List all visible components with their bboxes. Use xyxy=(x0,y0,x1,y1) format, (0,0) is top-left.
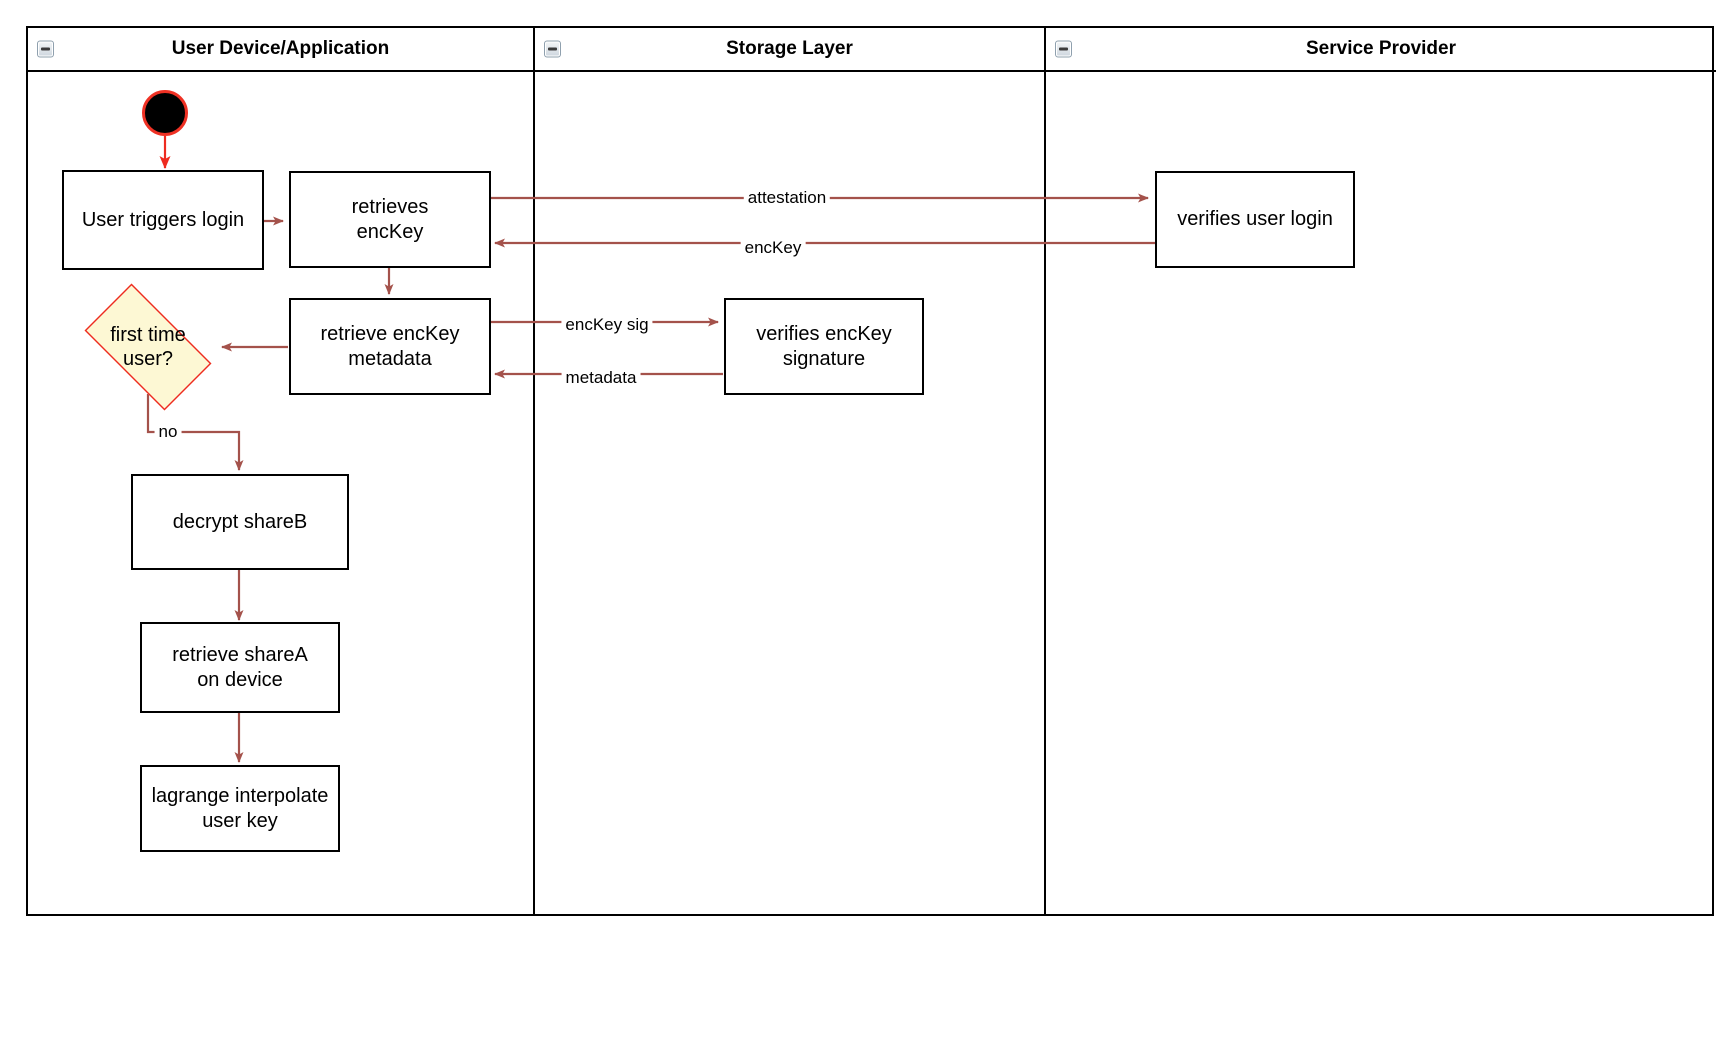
node-lagrange-interpolate-user-key[interactable]: lagrange interpolate user key xyxy=(140,765,340,852)
lane-header-storage-layer: Storage Layer xyxy=(535,28,1044,72)
node-retrieve-enckey-metadata[interactable]: retrieve encKey metadata xyxy=(289,298,491,395)
node-decrypt-shareb[interactable]: decrypt shareB xyxy=(131,474,349,570)
node-verifies-user-login[interactable]: verifies user login xyxy=(1155,171,1355,268)
lane-title-user-device: User Device/Application xyxy=(171,38,390,59)
lane-service-provider[interactable]: Service Provider xyxy=(1044,28,1716,914)
decision-label: first time user? xyxy=(110,323,186,370)
collapse-minus-icon[interactable] xyxy=(37,40,54,58)
edge-label-enckey: encKey xyxy=(740,238,806,258)
lane-header-user-device: User Device/Application xyxy=(28,28,533,72)
lane-user-device[interactable]: User Device/Application xyxy=(28,28,533,914)
lane-title-service-provider: Service Provider xyxy=(1306,38,1456,59)
edge-label-metadata: metadata xyxy=(561,368,641,388)
node-first-time-user[interactable]: first time user? xyxy=(68,283,228,411)
edge-label-enckey-sig: encKey sig xyxy=(561,315,653,335)
lane-storage-layer[interactable]: Storage Layer xyxy=(533,28,1044,914)
node-user-triggers-login[interactable]: User triggers login xyxy=(62,170,264,270)
node-start[interactable] xyxy=(142,90,188,136)
edge-label-no: no xyxy=(154,422,182,442)
lane-title-storage-layer: Storage Layer xyxy=(726,38,853,59)
lane-header-service-provider: Service Provider xyxy=(1046,28,1716,72)
node-retrieves-enckey[interactable]: retrieves encKey xyxy=(289,171,491,268)
collapse-minus-icon[interactable] xyxy=(1055,40,1072,58)
collapse-minus-icon[interactable] xyxy=(544,40,561,58)
node-verifies-enckey-signature[interactable]: verifies encKey signature xyxy=(724,298,924,395)
lane-body-service-provider xyxy=(1046,72,1716,914)
edge-label-attestation: attestation xyxy=(743,188,831,208)
node-retrieve-sharea-on-device[interactable]: retrieve shareA on device xyxy=(140,622,340,713)
